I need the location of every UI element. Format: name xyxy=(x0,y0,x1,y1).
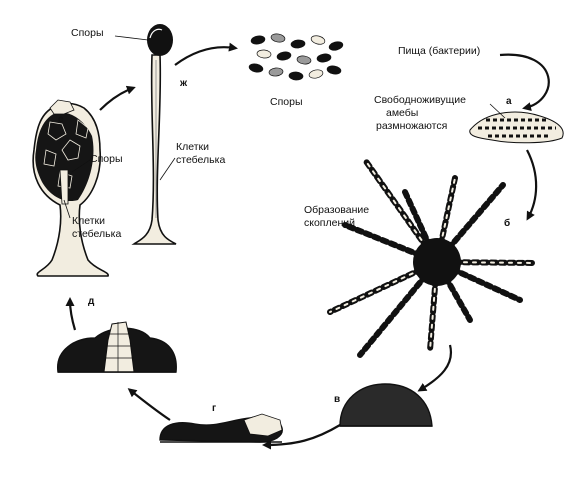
label-aggregation-1: Образование xyxy=(304,204,369,216)
label-free-amoebae-3: размножаются xyxy=(376,120,447,132)
arrow-zh-to-spores xyxy=(174,42,238,66)
arrow-food-loop xyxy=(499,53,550,112)
label-spores-body: Споры xyxy=(90,153,123,165)
label-free-amoebae-2: амебы xyxy=(386,107,418,119)
arrow-v-to-g xyxy=(262,424,341,450)
stage-letter-d: д xyxy=(88,296,95,307)
label-stalk-cells-left-2: стебелька xyxy=(72,228,121,240)
culmination-stage xyxy=(57,321,177,373)
aggregate-mound xyxy=(339,383,433,427)
label-aggregation-2: скоплений xyxy=(304,217,355,229)
arrow-d-to-e xyxy=(65,297,77,331)
stage-letter-g: г xyxy=(212,403,216,414)
fruiting-body-forming xyxy=(32,99,109,277)
label-stalk-cells-right-2: стебелька xyxy=(176,154,225,166)
free-amoebae-cluster xyxy=(469,111,564,144)
stage-letter-a: а xyxy=(506,96,512,107)
label-spores-cluster: Споры xyxy=(270,96,303,108)
arrow-b-to-v xyxy=(417,344,453,392)
stage-letter-e: е xyxy=(58,114,64,125)
migrating-slug xyxy=(159,413,283,443)
arrow-a-to-b xyxy=(526,149,538,221)
arrow-e-to-zh xyxy=(99,85,136,111)
label-stalk-cells-right-1: Клетки xyxy=(176,141,209,153)
cycle-arrows xyxy=(65,42,550,450)
stage-letter-v: в xyxy=(334,394,340,405)
label-food: Пища (бактерии) xyxy=(398,45,480,57)
aggregation-streams xyxy=(327,157,538,358)
stage-letter-b: б xyxy=(504,217,510,229)
label-stalk-cells-left-1: Клетки xyxy=(72,215,105,227)
label-spores-top: Споры xyxy=(71,27,104,39)
label-free-amoebae-1: Свободноживущие xyxy=(374,94,466,106)
spore-cluster xyxy=(248,33,344,81)
stage-letter-zh: ж xyxy=(179,78,188,89)
arrow-g-to-d xyxy=(127,388,171,421)
leader-lines xyxy=(63,35,506,219)
fruiting-body-mature xyxy=(131,24,177,245)
